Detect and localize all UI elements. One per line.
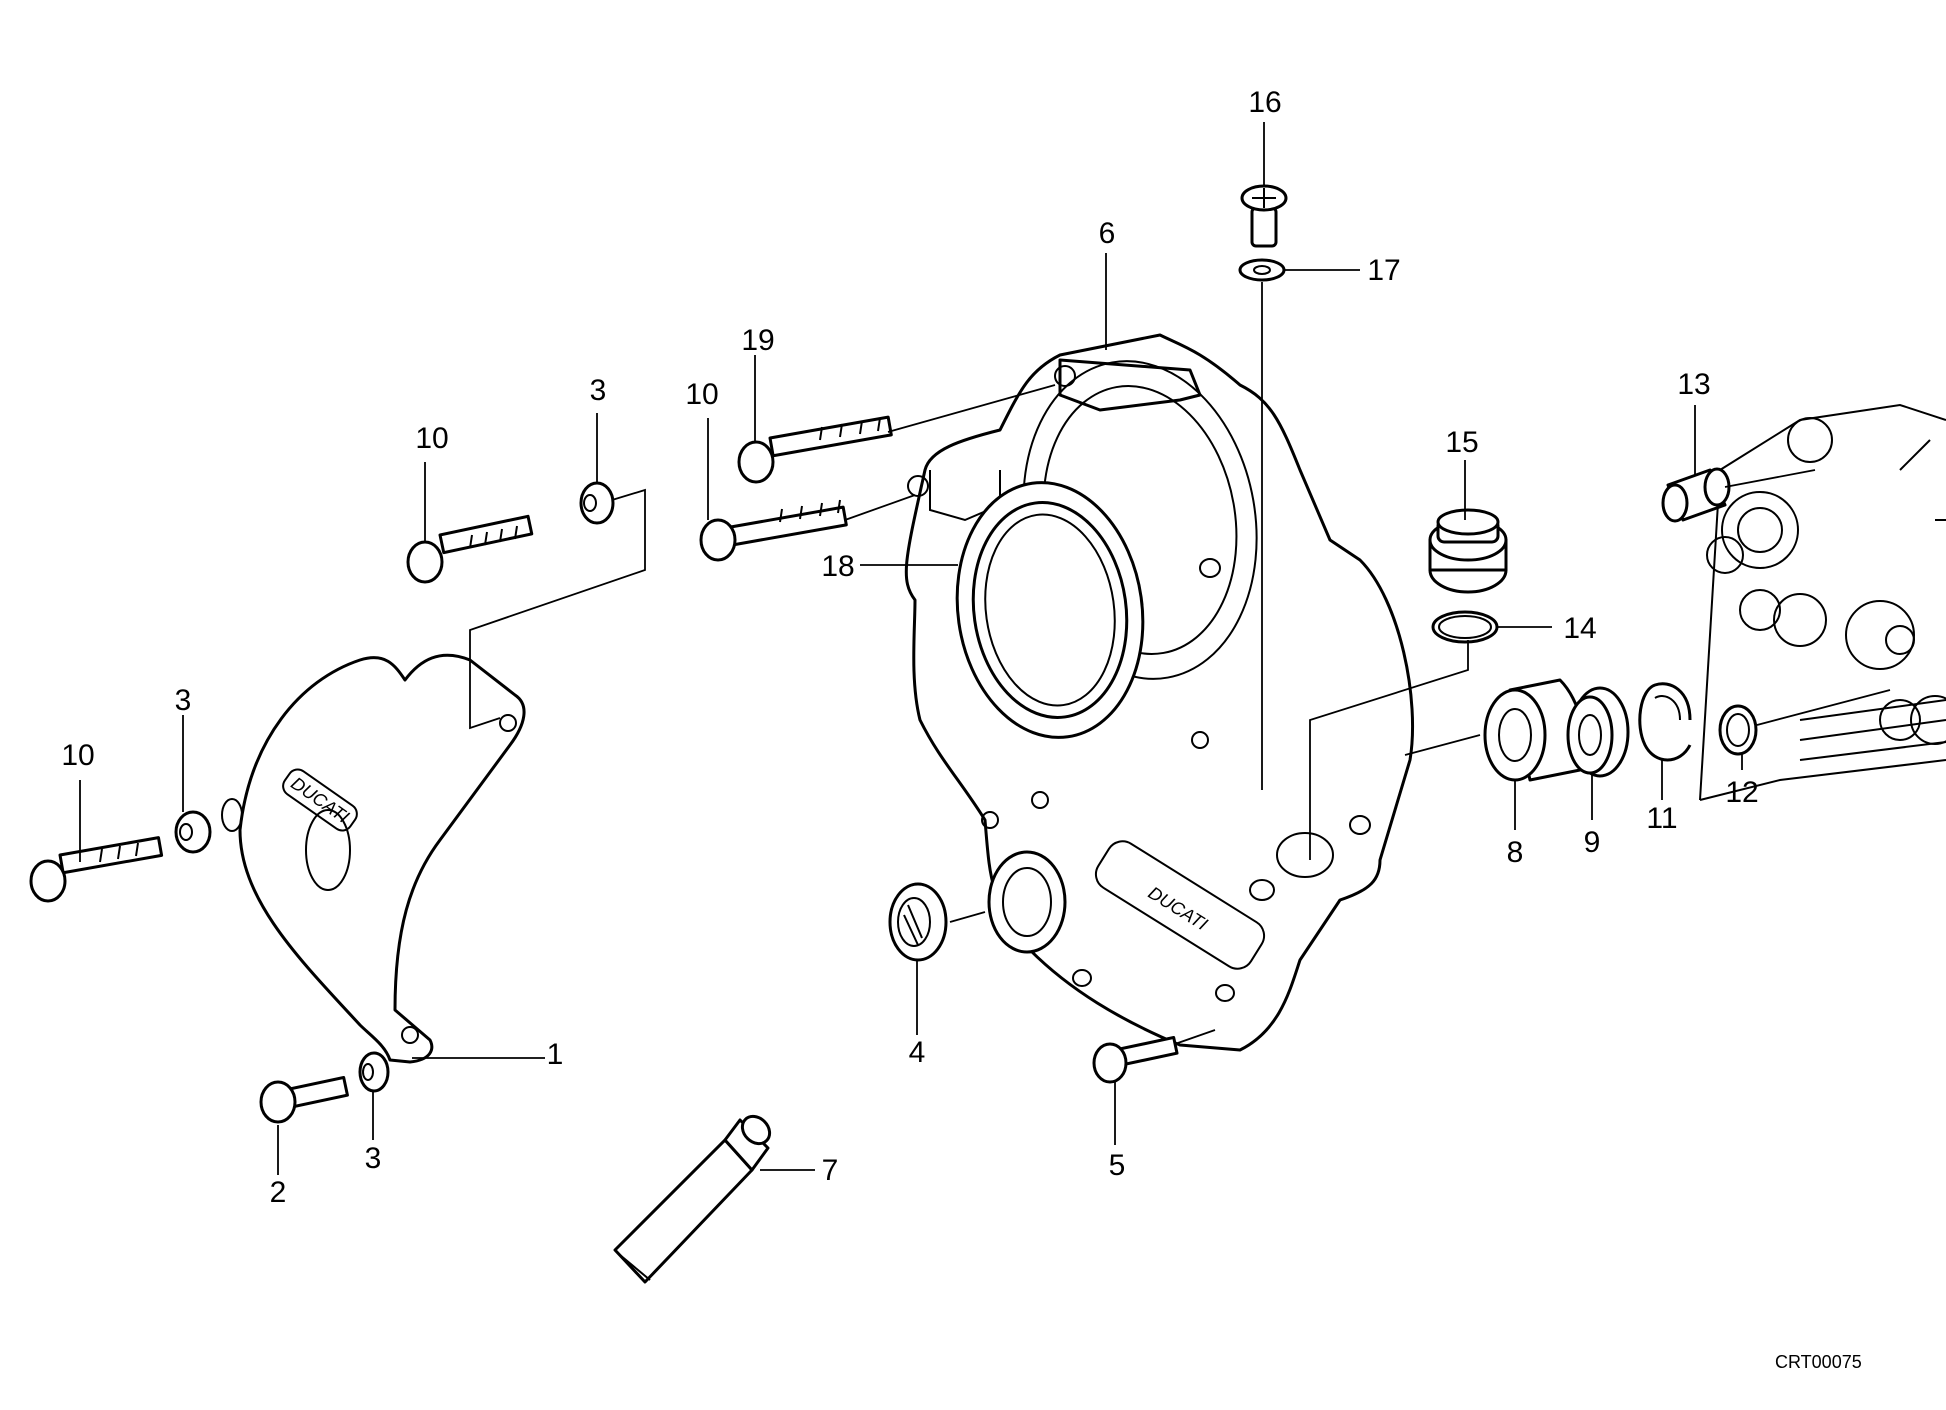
screw-16 <box>1240 184 1288 248</box>
assembly-lines <box>469 282 1891 1045</box>
washer-3-upper <box>579 481 615 525</box>
callout-9: 9 <box>1584 826 1601 859</box>
oil-seal-4 <box>888 882 948 962</box>
callout-15: 15 <box>1445 426 1478 459</box>
clutch-cover: DUCATI <box>904 333 1414 1052</box>
screw-19 <box>737 415 893 484</box>
washer-17 <box>1238 258 1286 282</box>
callout-7: 7 <box>822 1154 839 1187</box>
callout-16: 16 <box>1248 86 1281 119</box>
callout-6: 6 <box>1099 217 1116 250</box>
callout-13: 13 <box>1677 368 1710 401</box>
o-ring-14 <box>1431 610 1499 644</box>
callout-8: 8 <box>1507 836 1524 869</box>
circlip-11 <box>1638 682 1692 762</box>
callout-4: 4 <box>909 1036 926 1069</box>
callout-2: 2 <box>270 1176 287 1209</box>
oil-filler-plug-15 <box>1428 508 1508 594</box>
screw-10-upper-left <box>406 514 534 584</box>
callout-10-center: 10 <box>685 378 718 411</box>
callout-labels: 1 2 3 3 3 4 5 6 7 8 9 10 10 10 11 12 13 … <box>61 86 1758 1209</box>
bearing-9 <box>1566 686 1630 778</box>
cover-gasket-ring <box>955 481 1145 739</box>
callout-10-upper: 10 <box>415 422 448 455</box>
clutch-inspection-cover: DUCATI <box>221 653 526 1064</box>
washer-3-lower <box>358 1051 390 1093</box>
washer-3-left <box>174 810 212 854</box>
dowel-13 <box>1661 467 1731 523</box>
callout-3-left: 3 <box>175 684 192 717</box>
callout-1: 1 <box>547 1038 564 1071</box>
screw-10-center <box>699 499 848 562</box>
screw-10-left <box>29 836 164 903</box>
callout-18: 18 <box>821 550 854 583</box>
screw-5 <box>1092 1036 1179 1084</box>
sealant-tube-7 <box>613 1114 772 1284</box>
callout-19: 19 <box>741 324 774 357</box>
callout-14: 14 <box>1563 612 1596 645</box>
screw-2 <box>259 1076 349 1124</box>
ring-12 <box>1718 704 1758 756</box>
drawing-code: CRT00075 <box>1775 1352 1862 1372</box>
callout-5: 5 <box>1109 1149 1126 1182</box>
callout-leaders <box>79 122 1743 1175</box>
callout-10-left: 10 <box>61 739 94 772</box>
callout-17: 17 <box>1367 254 1400 287</box>
callout-12: 12 <box>1725 776 1758 809</box>
callout-3-lower: 3 <box>365 1142 382 1175</box>
callout-3-upper: 3 <box>590 374 607 407</box>
engine-crankcase <box>1699 403 1946 801</box>
callout-11: 11 <box>1646 802 1677 835</box>
